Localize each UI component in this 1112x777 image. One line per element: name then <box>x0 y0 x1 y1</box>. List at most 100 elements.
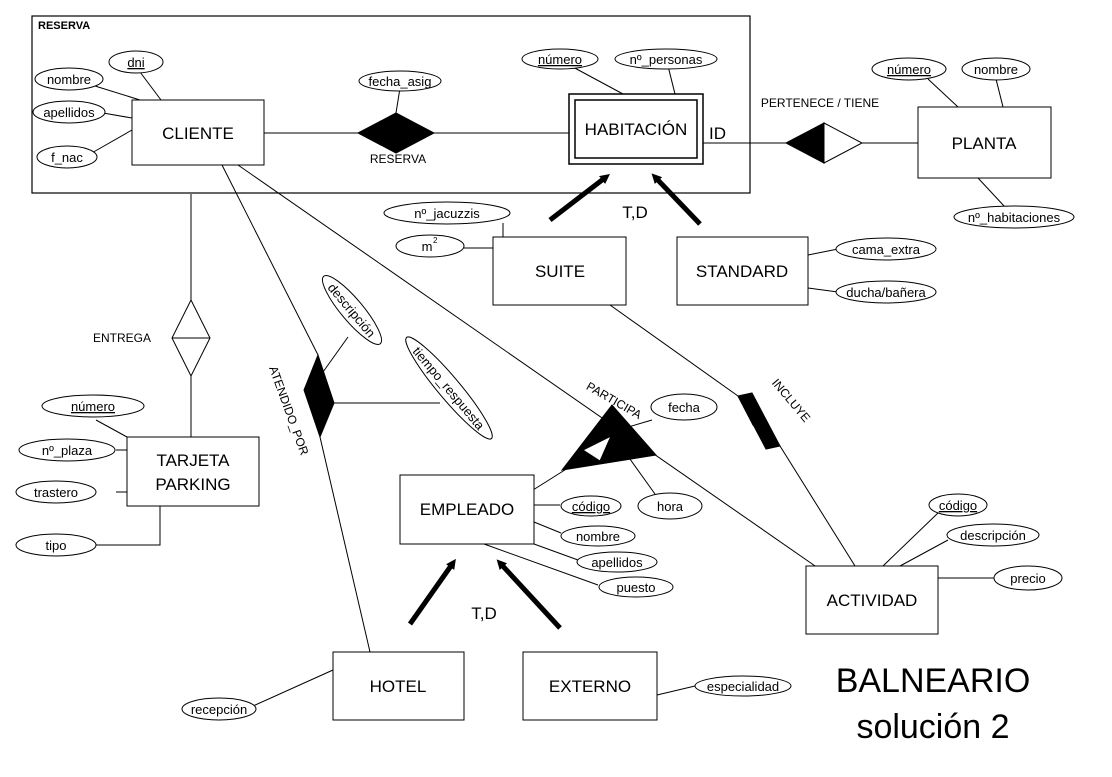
relationship-label: INCLUYE <box>769 376 813 425</box>
entity-hotel[interactable]: HOTEL <box>332 651 465 721</box>
diagram-title-line1: BALNEARIO <box>836 662 1031 700</box>
attr-actividad-descripcion[interactable]: descripción <box>946 523 1040 547</box>
relationship-label: ATENDIDO_POR <box>266 364 311 457</box>
svg-text:apellidos: apellidos <box>43 105 95 120</box>
svg-text:nombre: nombre <box>47 72 91 87</box>
attr-planta-nombre[interactable]: nombre <box>961 57 1031 81</box>
svg-text:trastero: trastero <box>34 485 78 500</box>
entity-label: STANDARD <box>696 262 788 281</box>
entity-label: PLANTA <box>952 134 1018 153</box>
svg-text:nº_jacuzzis: nº_jacuzzis <box>414 206 480 221</box>
svg-text:fecha_asig: fecha_asig <box>369 74 432 89</box>
svg-text:nº_plaza: nº_plaza <box>42 443 93 458</box>
entity-standard[interactable]: STANDARD <box>676 236 809 306</box>
svg-text:apellidos: apellidos <box>591 555 643 570</box>
attr-suite-jacuzzis[interactable]: nº_jacuzzis <box>383 201 511 225</box>
attr-tarjeta-plaza[interactable]: nº_plaza <box>18 438 116 462</box>
svg-text:descripción: descripción <box>325 280 379 340</box>
attr-habitacion-personas[interactable]: nº_personas <box>614 48 718 70</box>
attr-cliente-apellidos[interactable]: apellidos <box>32 100 106 124</box>
attr-standard-cama-extra[interactable]: cama_extra <box>835 237 937 261</box>
relationship-incluye[interactable]: INCLUYE <box>737 376 813 450</box>
entity-externo[interactable]: EXTERNO <box>522 651 658 721</box>
attr-atendido-tiempo[interactable]: tiempo_respuesta <box>398 330 500 445</box>
attr-empleado-apellidos[interactable]: apellidos <box>576 551 658 573</box>
entity-tarjeta-parking[interactable]: TARJETA PARKING <box>126 436 260 507</box>
attr-cliente-f-nac[interactable]: f_nac <box>36 145 98 169</box>
reserva-aggregation-box <box>31 15 751 194</box>
relationship-pertenece[interactable]: PERTENECE / TIENE <box>761 96 879 164</box>
attr-participa-hora[interactable]: hora <box>637 492 703 520</box>
attr-actividad-codigo[interactable]: código <box>928 493 988 517</box>
attr-tarjeta-trastero[interactable]: trastero <box>15 480 97 504</box>
entity-habitacion[interactable]: HABITACIÓN <box>568 93 704 165</box>
attr-tarjeta-numero[interactable]: número <box>41 394 145 418</box>
relationship-participa[interactable]: PARTICIPA <box>560 379 657 471</box>
attr-standard-ducha[interactable]: ducha/bañera <box>835 280 937 304</box>
svg-text:tipo: tipo <box>46 538 67 553</box>
svg-text:nombre: nombre <box>576 529 620 544</box>
svg-text:f_nac: f_nac <box>51 150 83 165</box>
entity-label: EXTERNO <box>549 677 631 696</box>
attr-tarjeta-tipo[interactable]: tipo <box>15 533 97 557</box>
svg-text:puesto: puesto <box>616 580 655 595</box>
attr-cliente-dni[interactable]: dni <box>108 50 164 74</box>
svg-text:m: m <box>422 239 433 254</box>
svg-text:ducha/bañera: ducha/bañera <box>846 285 926 300</box>
attr-cliente-nombre[interactable]: nombre <box>34 67 104 91</box>
svg-text:precio: precio <box>1010 571 1045 586</box>
specialization-label-empleado: T,D <box>471 604 497 623</box>
entity-label: HABITACIÓN <box>585 120 688 139</box>
entity-label: EMPLEADO <box>420 500 514 519</box>
svg-text:hora: hora <box>657 499 684 514</box>
arrow-standard-habitacion <box>651 173 702 226</box>
entity-suite[interactable]: SUITE <box>492 236 627 306</box>
attr-planta-habitaciones[interactable]: nº_habitaciones <box>953 205 1075 229</box>
relationship-entrega[interactable]: ENTREGA <box>93 298 211 378</box>
attr-suite-m2[interactable]: m 2 <box>395 234 465 258</box>
specialization-arrows <box>407 173 702 630</box>
svg-text:número: número <box>71 399 115 414</box>
arrow-hotel-empleado <box>407 558 456 626</box>
svg-text:cama_extra: cama_extra <box>852 242 921 257</box>
svg-text:fecha: fecha <box>668 400 701 415</box>
relationship-label: PERTENECE / TIENE <box>761 96 879 110</box>
svg-text:nº_habitaciones: nº_habitaciones <box>968 210 1061 225</box>
arrow-suite-habitacion <box>548 173 610 222</box>
svg-text:código: código <box>572 499 610 514</box>
svg-text:código: código <box>939 498 977 513</box>
entity-label: CLIENTE <box>162 124 234 143</box>
attr-externo-especialidad[interactable]: especialidad <box>694 675 792 697</box>
attr-empleado-codigo[interactable]: código <box>560 495 622 517</box>
entity-label: ACTIVIDAD <box>827 591 918 610</box>
svg-text:número: número <box>887 62 931 77</box>
relationship-reserva[interactable]: RESERVA <box>356 112 436 166</box>
attr-participa-fecha[interactable]: fecha <box>650 393 718 421</box>
svg-text:nº_personas: nº_personas <box>630 52 703 67</box>
aggregation-label: RESERVA <box>38 20 90 32</box>
attr-planta-numero[interactable]: número <box>871 57 947 81</box>
attr-hotel-recepcion[interactable]: recepción <box>181 697 257 721</box>
entity-label-line2: PARKING <box>155 475 230 494</box>
attr-empleado-nombre[interactable]: nombre <box>560 525 636 547</box>
attr-habitacion-numero[interactable]: número <box>521 48 599 70</box>
entity-actividad[interactable]: ACTIVIDAD <box>805 565 939 635</box>
attr-atendido-descripcion[interactable]: descripción <box>315 269 388 351</box>
entity-empleado[interactable]: EMPLEADO <box>399 474 535 545</box>
relationship-label: RESERVA <box>370 152 426 166</box>
arrow-externo-empleado <box>496 559 562 630</box>
relationship-label: ENTREGA <box>93 331 151 345</box>
svg-text:tiempo_respuesta: tiempo_respuesta <box>410 344 488 433</box>
svg-text:especialidad: especialidad <box>707 679 779 694</box>
entity-cliente[interactable]: CLIENTE <box>131 99 265 166</box>
attr-reserva-fecha-asig[interactable]: fecha_asig <box>358 70 442 92</box>
svg-text:descripción: descripción <box>960 528 1026 543</box>
entity-planta[interactable]: PLANTA <box>917 106 1052 179</box>
attr-empleado-puesto[interactable]: puesto <box>598 576 674 598</box>
svg-text:número: número <box>538 52 582 67</box>
connector-lines <box>89 65 1006 707</box>
svg-text:2: 2 <box>433 236 438 245</box>
specialization-label-habitacion: T,D <box>622 203 648 222</box>
attr-actividad-precio[interactable]: precio <box>993 565 1063 591</box>
